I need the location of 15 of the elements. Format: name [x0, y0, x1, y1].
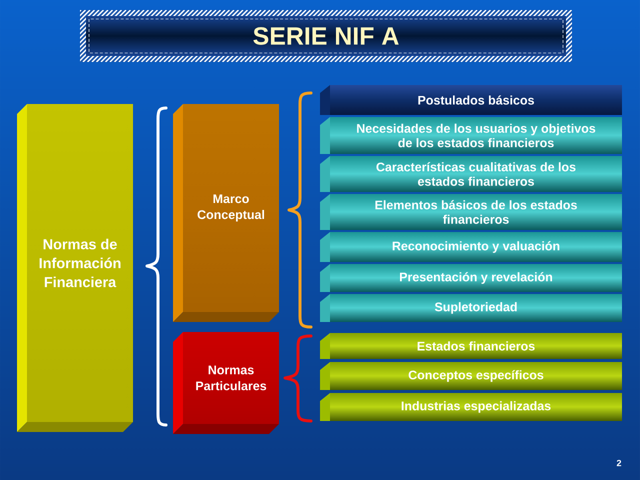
topic-bar: Necesidades de los usuarios y objetivos de los estados financieros — [320, 117, 622, 154]
section-block: Marco Conceptual — [173, 104, 279, 322]
topic-bar: Presentación y revelación — [320, 264, 622, 292]
topic-bar: Estados financieros — [320, 333, 622, 359]
title-banner: SERIE NIF A — [80, 10, 572, 62]
topic-bar: Características cualitativas de los estados financieros — [320, 156, 622, 192]
pillar-block: Normas de Información Financiera — [17, 104, 133, 432]
topic-bar: Postulados básicos — [320, 85, 622, 115]
section-block: Normas Particulares — [173, 332, 279, 434]
topic-bar: Elementos básicos de los estados financieros — [320, 194, 622, 230]
topic-bar: Conceptos específicos — [320, 362, 622, 390]
topic-bar: Reconocimiento y valuación — [320, 232, 622, 262]
topic-bar: Industrias especializadas — [320, 393, 622, 421]
topic-bar: Supletoriedad — [320, 294, 622, 322]
page-number: 2 — [616, 460, 622, 466]
